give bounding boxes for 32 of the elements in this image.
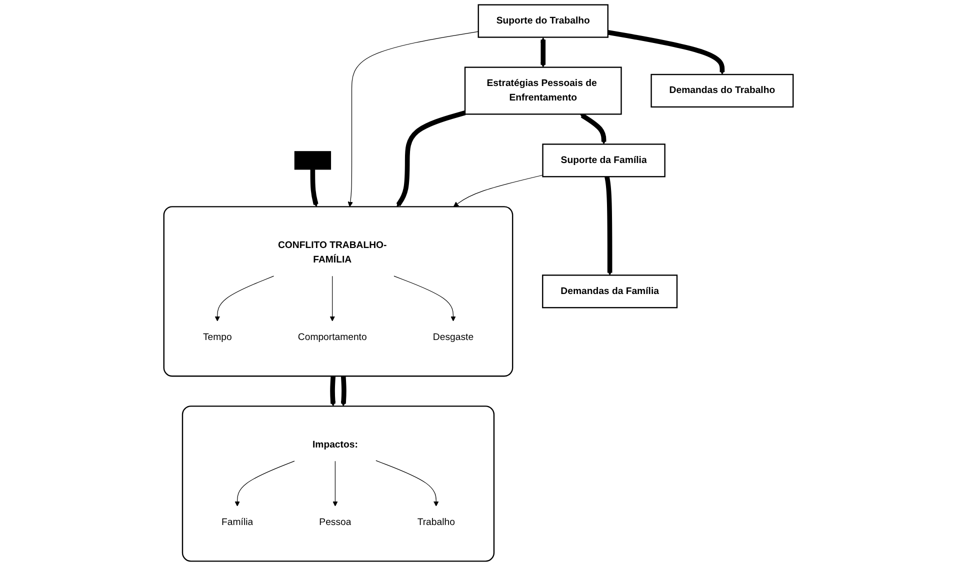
node-text: Família [222, 517, 254, 528]
arrow [394, 276, 456, 322]
node-text: CONFLITO TRABALHO-FAMÍLIA [278, 240, 387, 265]
arrow [330, 276, 335, 322]
node-box: Demandas da Família [542, 274, 678, 308]
arrow [310, 169, 318, 207]
node-text: Pessoa [319, 517, 352, 528]
arrow [348, 31, 479, 207]
node-box: Demandas do Trabalho [650, 74, 794, 108]
arrow [330, 376, 336, 406]
cluster [182, 406, 495, 562]
arrow [376, 460, 439, 506]
arrow [234, 460, 295, 506]
arrow [332, 460, 338, 506]
node-text: Comportamento [298, 332, 367, 342]
node-text: Tempo [202, 332, 232, 342]
arrow [214, 276, 274, 322]
arrow [453, 174, 544, 207]
node-text: Trabalho [417, 517, 455, 528]
node-text: Desgaste [432, 332, 474, 342]
arrow [607, 30, 725, 75]
cluster [163, 206, 514, 377]
node-text: Impactos: [312, 440, 358, 450]
arrow [396, 110, 466, 207]
arrow [340, 376, 346, 406]
arrow [580, 113, 606, 144]
arrow [604, 176, 612, 276]
node-box: Suporte da Família [542, 144, 666, 178]
arrow [540, 37, 546, 68]
node-bar [294, 151, 332, 170]
node-box: Estratégias Pessoais de Enfrentamento [464, 66, 622, 115]
node-box: Suporte do Trabalho [478, 4, 608, 38]
